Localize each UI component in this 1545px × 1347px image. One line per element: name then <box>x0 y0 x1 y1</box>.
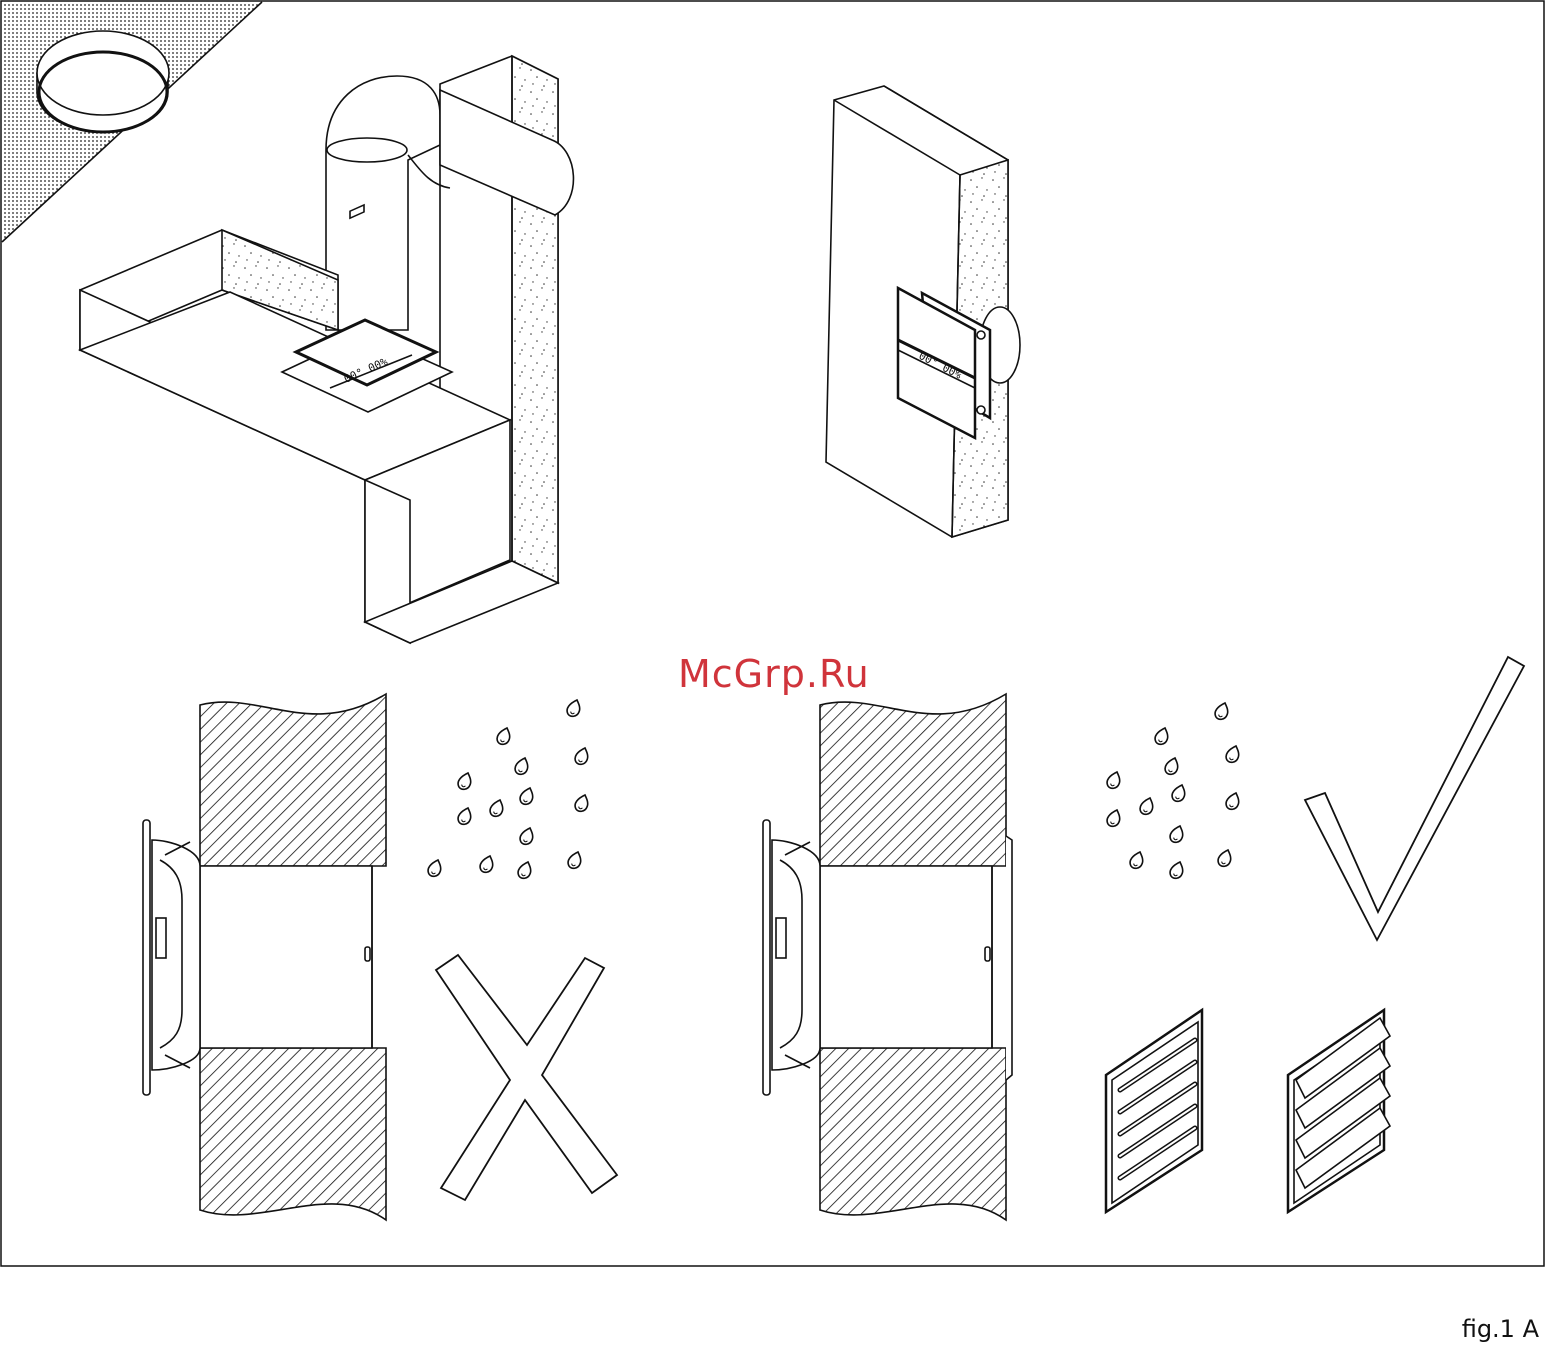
check-mark-icon <box>1305 657 1524 940</box>
rain-drops-right <box>1105 701 1241 880</box>
ceiling-duct-fan-illustration: 00° 00% <box>2 2 573 643</box>
watermark-text: McGrp.Ru <box>678 652 870 696</box>
figure-caption: fig.1 A <box>1462 1315 1539 1343</box>
fixed-grille-icon <box>1106 1010 1202 1212</box>
cross-mark-icon <box>436 955 617 1200</box>
correct-installation-illustration <box>763 657 1524 1220</box>
wall-mounted-fan-illustration: 00° 00% <box>826 86 1020 537</box>
ceiling-lamp <box>37 31 169 132</box>
incorrect-installation-illustration <box>143 694 617 1220</box>
shutter-grille-icon <box>1288 1010 1390 1212</box>
rain-drops-left <box>426 698 590 880</box>
